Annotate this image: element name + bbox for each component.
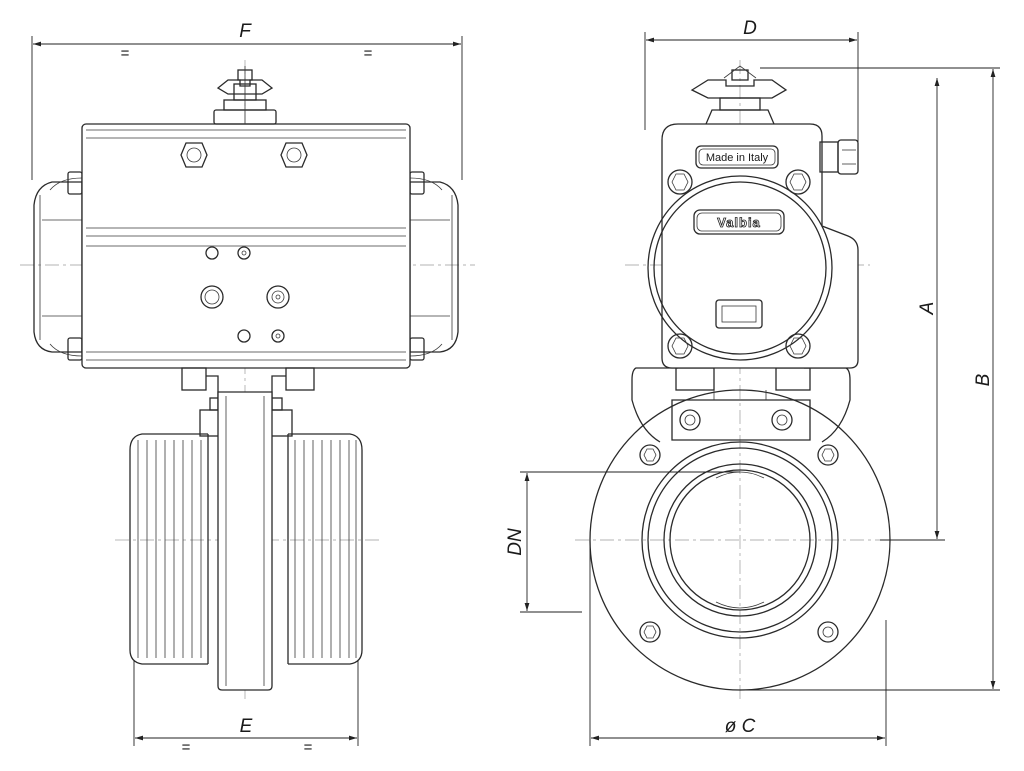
port-b <box>266 285 290 309</box>
equal-mark-e-left: = <box>182 739 191 756</box>
front-view <box>20 60 475 700</box>
dim-label-b: B <box>973 373 994 386</box>
dim-label-f: F <box>239 21 252 42</box>
actuator-right-end-cap <box>409 171 459 361</box>
actuator-left-end-cap <box>33 171 83 361</box>
dim-label-c: ø C <box>725 716 756 737</box>
valve-neck <box>631 367 851 443</box>
actuator-side-body <box>647 123 859 369</box>
made-in-italy-text: Made in Italy <box>706 152 769 164</box>
position-indicator <box>213 66 277 125</box>
nameplate-origin: Made in Italy <box>695 145 779 169</box>
hex-plug-right <box>280 142 308 168</box>
hex-plug-left <box>180 142 208 168</box>
dim-label-a: A <box>917 302 938 316</box>
brand-logo-text: Valbia <box>717 215 761 230</box>
equal-mark-f-right: = <box>364 45 373 62</box>
equal-mark-e-right: = <box>304 739 313 756</box>
position-indicator-side <box>690 65 788 125</box>
valve-body-side <box>129 391 363 691</box>
dim-label-dn: DN <box>505 528 526 556</box>
side-view: Made in Italy Valbia <box>575 60 905 700</box>
indicator-window <box>715 299 763 329</box>
actuator-body <box>81 123 411 369</box>
dim-label-d: D <box>743 18 757 39</box>
dimension-labels: F = = D A B DN E = = ø C <box>121 18 994 756</box>
brand-plate: Valbia <box>693 209 785 235</box>
equal-mark-f-left: = <box>121 45 130 62</box>
port-a <box>200 285 224 309</box>
dimension-lines <box>31 32 1000 746</box>
dim-label-e: E <box>240 716 253 737</box>
